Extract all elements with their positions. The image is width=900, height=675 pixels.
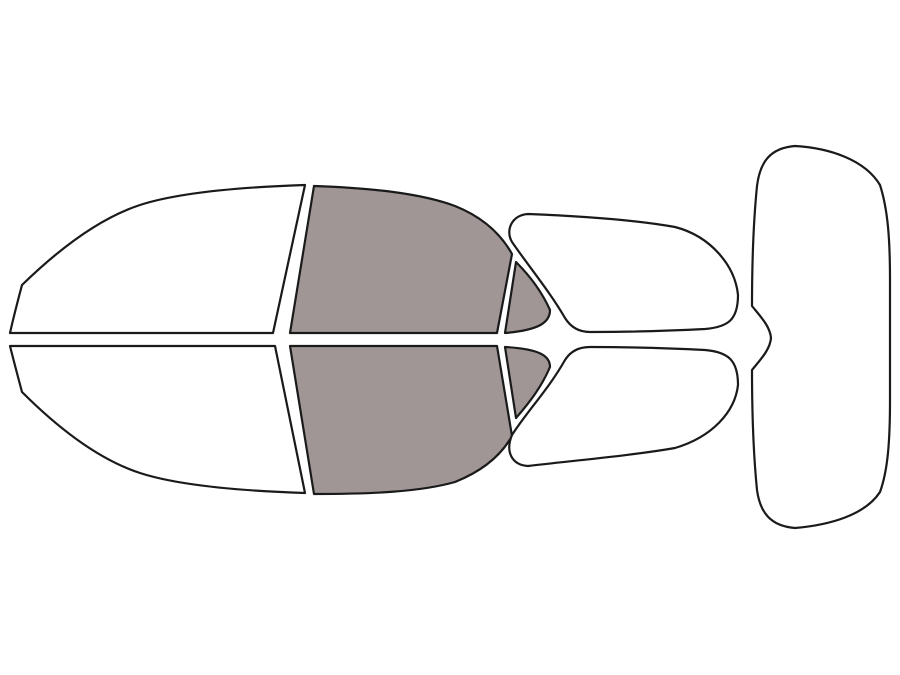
front-vent-window-upper[interactable]: [503, 260, 552, 335]
front-door-window-upper[interactable]: [288, 184, 514, 335]
front-vent-window-lower[interactable]: [503, 345, 552, 420]
rear-window[interactable]: [750, 144, 892, 530]
rear-door-window-lower[interactable]: [508, 345, 740, 468]
windshield-lower[interactable]: [8, 344, 307, 495]
windshield-upper[interactable]: [8, 183, 307, 335]
front-door-window-lower[interactable]: [288, 344, 514, 496]
rear-door-window-upper[interactable]: [508, 212, 740, 334]
